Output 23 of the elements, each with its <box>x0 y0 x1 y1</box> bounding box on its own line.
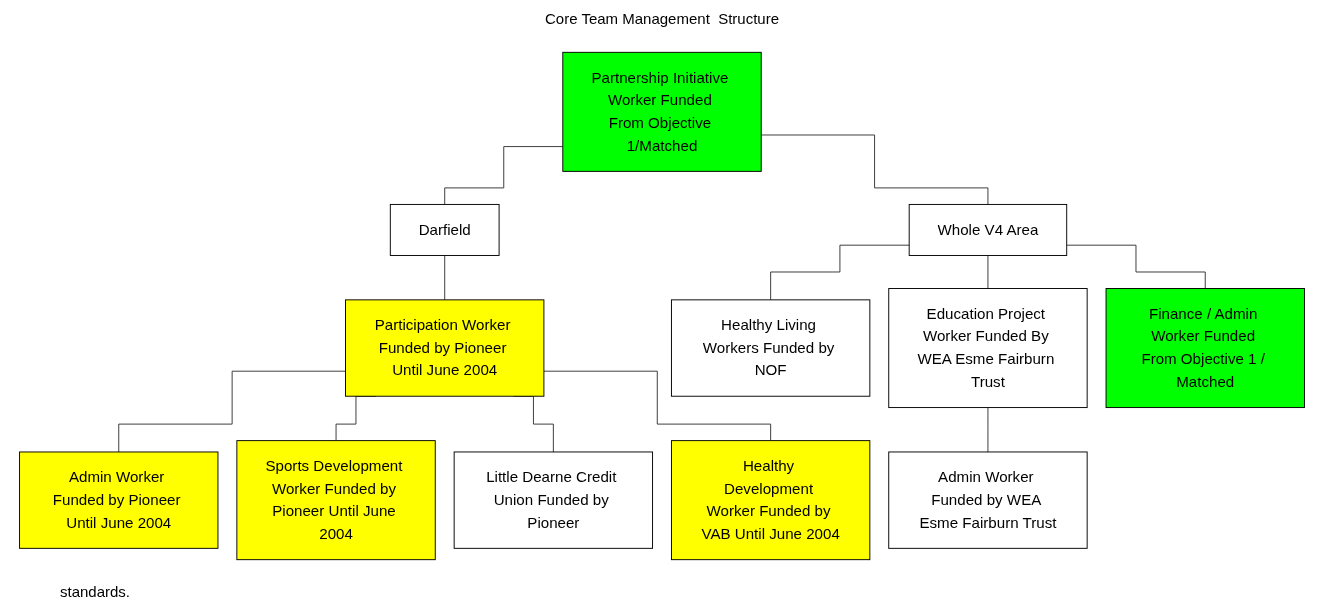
connector <box>1066 244 1206 289</box>
node-box: Participation Worker Funded by Pioneer Until June 2004 <box>345 299 545 397</box>
node-box: Partnership Initiative Worker Funded From Objective 1/Matched <box>562 51 762 172</box>
note-text: standards. <box>60 583 131 600</box>
node-box: Admin Worker Funded by Pioneer Until June 2004 <box>19 451 219 549</box>
connector <box>760 134 989 205</box>
node-box: Whole V4 Area <box>908 203 1068 256</box>
chart-title: Core Team Management Structure <box>545 10 779 27</box>
connector <box>543 370 772 442</box>
connector <box>444 146 564 205</box>
connector <box>118 370 346 453</box>
node-box: Education Project Worker Funded By WEA Esme Fairburn Trust <box>888 288 1088 409</box>
node-box: Darfield <box>389 203 500 256</box>
node-box: Healthy Living Workers Funded by NOF <box>671 299 871 397</box>
connector <box>444 255 446 301</box>
node-box: Finance / Admin Worker Funded From Objective 1 / Matched <box>1105 288 1305 409</box>
connector <box>987 407 989 453</box>
node-box: Sports Development Worker Funded by Pioneer Until June 2004 <box>236 440 436 561</box>
node-box: Healthy Development Worker Funded by VAB Until June 2004 <box>671 440 871 561</box>
node-box: Admin Worker Funded by WEA Esme Fairburn Trust <box>888 451 1088 549</box>
connector <box>987 255 989 289</box>
node-box: Little Dearne Credit Union Funded by Pioneer <box>453 451 653 549</box>
connector <box>770 244 910 301</box>
